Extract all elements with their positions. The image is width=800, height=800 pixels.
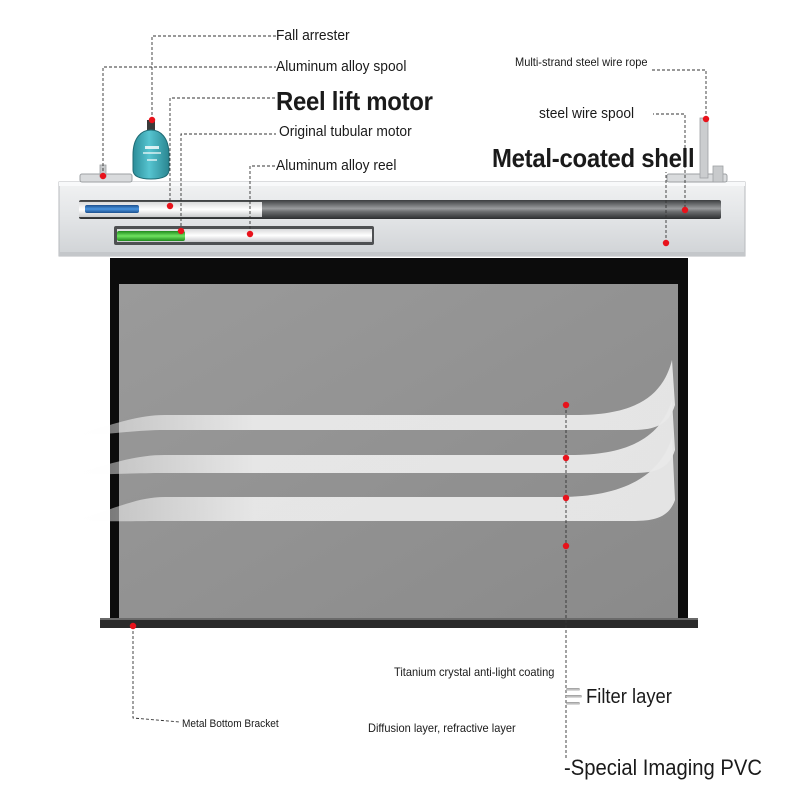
- marker-wire-spool: [681, 206, 689, 214]
- label-original-tubular-motor: Original tubular motor: [279, 123, 412, 140]
- filter-layer-icon: [566, 688, 582, 705]
- label-special-imaging-pvc: -Special Imaging PVC: [564, 755, 763, 780]
- marker-bottom-bracket: [129, 622, 137, 630]
- marker-shell: [662, 239, 670, 247]
- housing-top-edge: [59, 182, 745, 186]
- marker-layer-3: [562, 494, 570, 502]
- marker-aluminum-reel: [246, 230, 254, 238]
- leader-lines: [102, 35, 707, 760]
- marker-wire-rope: [702, 115, 710, 123]
- housing-bottom-edge: [59, 252, 745, 256]
- marker-layer-4: [562, 542, 570, 550]
- marker-tubular-motor: [177, 227, 185, 235]
- label-multi-strand-steel-wire-rope: Multi-strand steel wire rope: [515, 55, 648, 69]
- label-reel-lift-motor: Reel lift motor: [276, 86, 433, 116]
- label-diffusion-layer: Diffusion layer, refractive layer: [368, 721, 516, 735]
- marker-aluminum-spool: [99, 172, 107, 180]
- label-aluminum-alloy-spool: Aluminum alloy spool: [276, 58, 407, 75]
- marker-fall-arrester: [148, 116, 156, 124]
- marker-layer-2: [562, 454, 570, 462]
- green-motor-tube: [117, 231, 185, 241]
- markers: [99, 115, 710, 630]
- label-fall-arrester: Fall arrester: [276, 27, 350, 44]
- blue-motor-tube: [85, 205, 139, 213]
- label-metal-coated-shell: Metal-coated shell: [492, 143, 695, 173]
- fall-arrester-device: [132, 120, 170, 180]
- left-top-bracket: [79, 164, 133, 183]
- label-filter-layer: Filter layer: [586, 686, 672, 708]
- label-steel-wire-spool: steel wire spool: [539, 105, 635, 122]
- marker-layer-1: [562, 401, 570, 409]
- bottom-bar: [100, 618, 698, 628]
- label-aluminum-alloy-reel: Aluminum alloy reel: [276, 157, 397, 174]
- label-metal-bottom-bracket: Metal Bottom Bracket: [182, 718, 279, 730]
- screen-layers: [72, 360, 675, 522]
- bottom-bar-highlight: [100, 618, 698, 620]
- right-top-bracket: [666, 117, 728, 183]
- label-titanium-crystal-coating: Titanium crystal anti-light coating: [394, 665, 555, 679]
- marker-reel-lift-motor: [166, 202, 174, 210]
- screen-surface: [119, 284, 678, 618]
